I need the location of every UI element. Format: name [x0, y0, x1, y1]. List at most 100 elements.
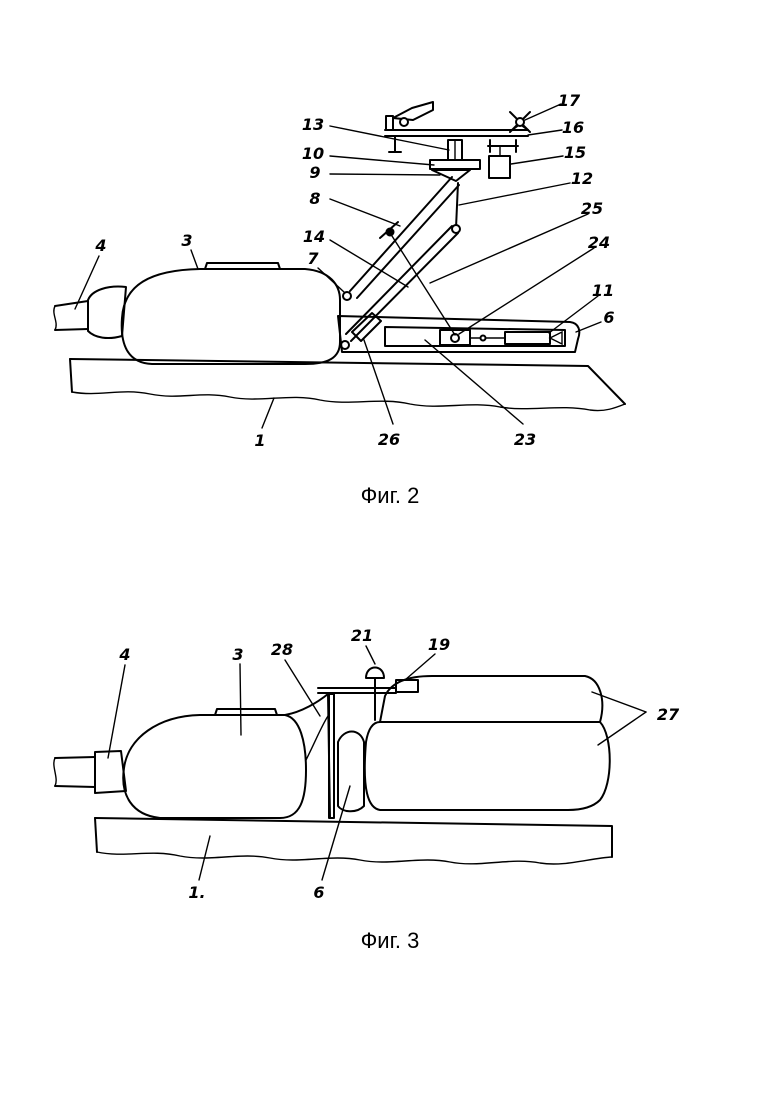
rotary-plate: [430, 160, 480, 169]
mounting-plate: [329, 694, 334, 818]
ground-top-edge: [95, 818, 612, 857]
leader-6: [576, 322, 601, 332]
leader-21: [366, 646, 375, 664]
leader-27-upper: [592, 692, 646, 712]
leader-6: [322, 786, 350, 880]
label-13: 13: [302, 115, 324, 134]
cup-inner-curve: [306, 716, 328, 760]
manipulator-arm: [350, 177, 459, 298]
label-11: 11: [592, 281, 614, 300]
power-cylinder: [505, 332, 550, 344]
leader-3: [191, 250, 198, 269]
label-4: 4: [118, 645, 130, 664]
label-21: 21: [351, 626, 373, 645]
cable-pulley: [386, 228, 394, 236]
connector: [338, 732, 364, 812]
label-19: 19: [428, 635, 450, 654]
sensor-box: [489, 156, 510, 178]
tool-module: [365, 676, 610, 810]
fan-hub: [516, 118, 524, 126]
ground-wavy-bottom: [72, 392, 625, 411]
beacon-dome-icon: [366, 668, 384, 679]
pipe-coupling: [88, 287, 126, 338]
leader-25: [430, 214, 588, 283]
label-25: 25: [581, 199, 603, 218]
leader-14: [330, 240, 408, 287]
label-8: 8: [309, 189, 320, 208]
label-24: 24: [588, 233, 610, 252]
rod-pin: [481, 336, 486, 341]
leader-15: [511, 156, 563, 164]
camera-icon: [393, 102, 433, 120]
leader-9: [330, 174, 440, 175]
ground-slab: [70, 359, 625, 411]
label-27: 27: [657, 705, 680, 724]
leader-28: [285, 660, 320, 716]
fig3-labels: 21 4 3 28 19 27 1. 6: [118, 626, 680, 902]
pipe-top-wall: [55, 301, 88, 306]
label-17: 17: [558, 91, 581, 110]
leader-4: [108, 665, 125, 758]
drive-assembly: [440, 330, 562, 345]
pipe-cut-end: [54, 758, 56, 786]
ground-left-edge: [95, 818, 97, 852]
camera-mount: [386, 116, 393, 130]
sealing-cup: [285, 694, 334, 818]
label-14: 14: [303, 227, 325, 246]
link-rod: [456, 183, 458, 228]
label-9: 9: [309, 163, 320, 182]
pipe: [54, 751, 126, 793]
leader-1: [262, 398, 274, 428]
fig3-leaders: [108, 646, 646, 880]
ground-slab: [95, 818, 612, 864]
link-pivot: [452, 225, 460, 233]
label-6: 6: [603, 308, 614, 327]
pig-body-outline: [123, 715, 306, 818]
pig-body: [122, 263, 340, 364]
pipe-top-wall: [55, 757, 95, 758]
leader-12: [459, 183, 570, 205]
label-3: 3: [232, 645, 243, 664]
label-1: 1.: [188, 883, 205, 902]
pipe-bottom-wall: [55, 329, 88, 330]
label-6: 6: [313, 883, 324, 902]
label-16: 16: [562, 118, 584, 137]
label-23: 23: [514, 430, 536, 449]
figure-3-caption: Фиг. 3: [361, 928, 420, 953]
label-12: 12: [571, 169, 593, 188]
arm-lower-edge: [357, 185, 459, 298]
pipe-coupling: [95, 751, 126, 793]
label-26: 26: [378, 430, 400, 449]
label-3: 3: [181, 231, 192, 250]
label-1: 1: [254, 431, 265, 450]
label-10: 10: [302, 144, 324, 163]
ground-wavy-bottom: [97, 852, 612, 864]
ground-top-edge: [70, 359, 625, 404]
label-28: 28: [271, 640, 293, 659]
figure-3: 21 4 3 28 19 27 1. 6 Фиг. 3: [54, 626, 680, 953]
leader-3: [240, 664, 241, 735]
leader-11: [549, 296, 598, 333]
pipe-bottom-wall: [55, 786, 95, 787]
pig-body-outline: [122, 269, 340, 364]
label-7: 7: [307, 249, 319, 268]
ground-left-edge: [70, 359, 72, 392]
leader-8: [330, 199, 400, 226]
pipe-cut-end: [54, 306, 56, 330]
leader-10: [330, 156, 434, 165]
figure-2: 17 13 16 10 15 9 12 8 25 14 24 4 3 7 11 …: [54, 91, 625, 508]
pig-body: [123, 709, 306, 818]
fig2-leaders: [75, 104, 601, 428]
leader-7: [318, 268, 344, 292]
cable: [392, 236, 455, 335]
tool-module-lower: [365, 722, 610, 810]
hinge-joint-upper: [343, 292, 351, 300]
tool-module-upper: [380, 676, 602, 722]
cylinder-mount: [550, 332, 562, 344]
leader-16: [528, 130, 562, 135]
label-15: 15: [564, 143, 586, 162]
beam-right-leg: [488, 140, 518, 152]
arm-upper-edge: [350, 177, 452, 291]
camera-pivot: [400, 118, 408, 126]
